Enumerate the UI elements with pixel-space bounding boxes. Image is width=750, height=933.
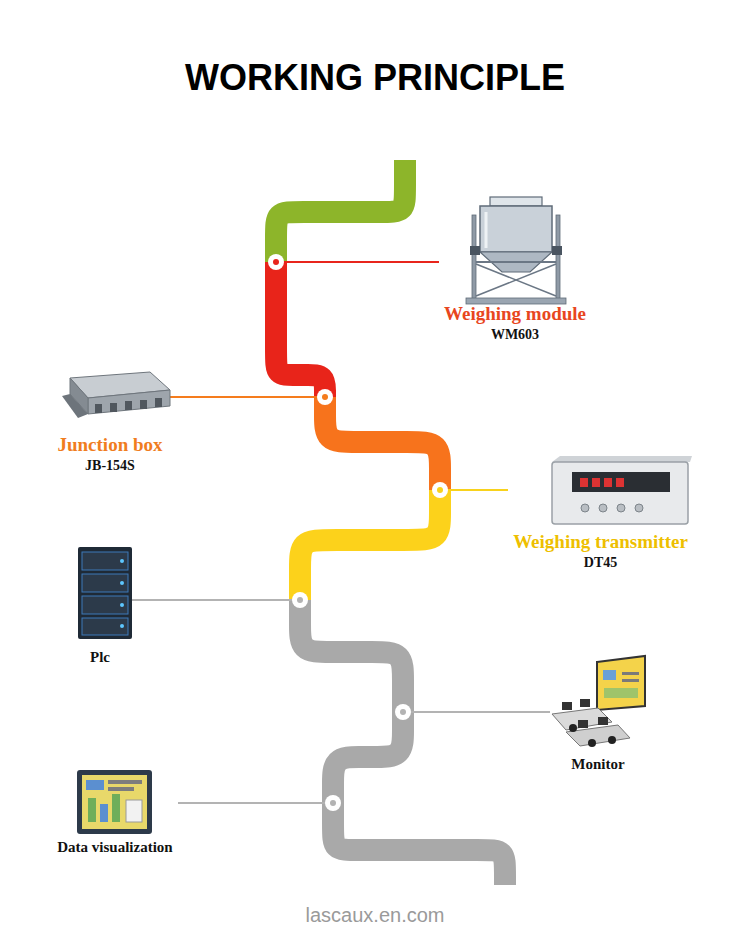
pipe-segment xyxy=(276,262,325,397)
model-number: DT45 xyxy=(512,552,689,573)
model-number: WM603 xyxy=(443,324,587,345)
leader-line xyxy=(130,599,300,601)
weighing-transmitter-illustration xyxy=(552,456,692,524)
device-name: Data visualization xyxy=(56,837,174,858)
pipe-junction xyxy=(432,482,448,498)
leader-line xyxy=(168,396,325,398)
device-node: Monitor xyxy=(550,653,646,777)
device-node: Junction boxJB-154S xyxy=(52,368,168,478)
pipe-junction xyxy=(268,254,284,270)
watermark: lascaux.en.com xyxy=(175,903,575,927)
pipe-segment xyxy=(300,600,403,712)
pipe-junction xyxy=(395,704,411,720)
device-name: Junction box xyxy=(56,434,164,455)
pipe-connector xyxy=(130,600,550,712)
plc-illustration xyxy=(78,547,132,639)
pipe-segment xyxy=(300,490,440,600)
pipe-connector xyxy=(168,262,439,397)
device-node: Weighing transmitterDT45 xyxy=(508,455,693,575)
leader-line xyxy=(168,396,325,398)
data-visualization-illustration xyxy=(77,770,152,834)
device-name: Weighing transmitter xyxy=(512,531,689,552)
leader-line xyxy=(276,261,439,263)
pipe-segment xyxy=(333,712,403,803)
pipe-inlet xyxy=(276,160,405,262)
leader-line xyxy=(178,802,333,804)
device-node: Data visualization xyxy=(52,766,178,860)
pipe-segment xyxy=(325,397,440,490)
device-name: Plc xyxy=(74,647,126,668)
pipe-junction xyxy=(325,795,341,811)
device-name: Weighing module xyxy=(443,303,587,324)
device-name: Monitor xyxy=(554,754,642,775)
model-number: JB-154S xyxy=(56,455,164,476)
leader-line xyxy=(130,599,300,601)
leader-line xyxy=(403,711,550,713)
pipe-connector xyxy=(178,712,550,803)
leader-line xyxy=(440,489,508,491)
leader-line xyxy=(403,711,550,713)
monitor-illustration xyxy=(552,656,645,747)
pipe-connector xyxy=(168,397,508,490)
pipe-junction xyxy=(292,592,308,608)
leader-line xyxy=(440,489,508,491)
weighing-module-illustration xyxy=(466,197,566,304)
diagram-title: WORKING PRINCIPLE xyxy=(0,56,750,100)
junction-box-illustration xyxy=(62,372,170,418)
pipe-connector xyxy=(130,490,508,600)
device-node: Plc xyxy=(70,543,130,670)
pipe-junction xyxy=(317,389,333,405)
pipe-outlet xyxy=(333,803,505,885)
device-node: Weighing moduleWM603 xyxy=(439,195,591,347)
